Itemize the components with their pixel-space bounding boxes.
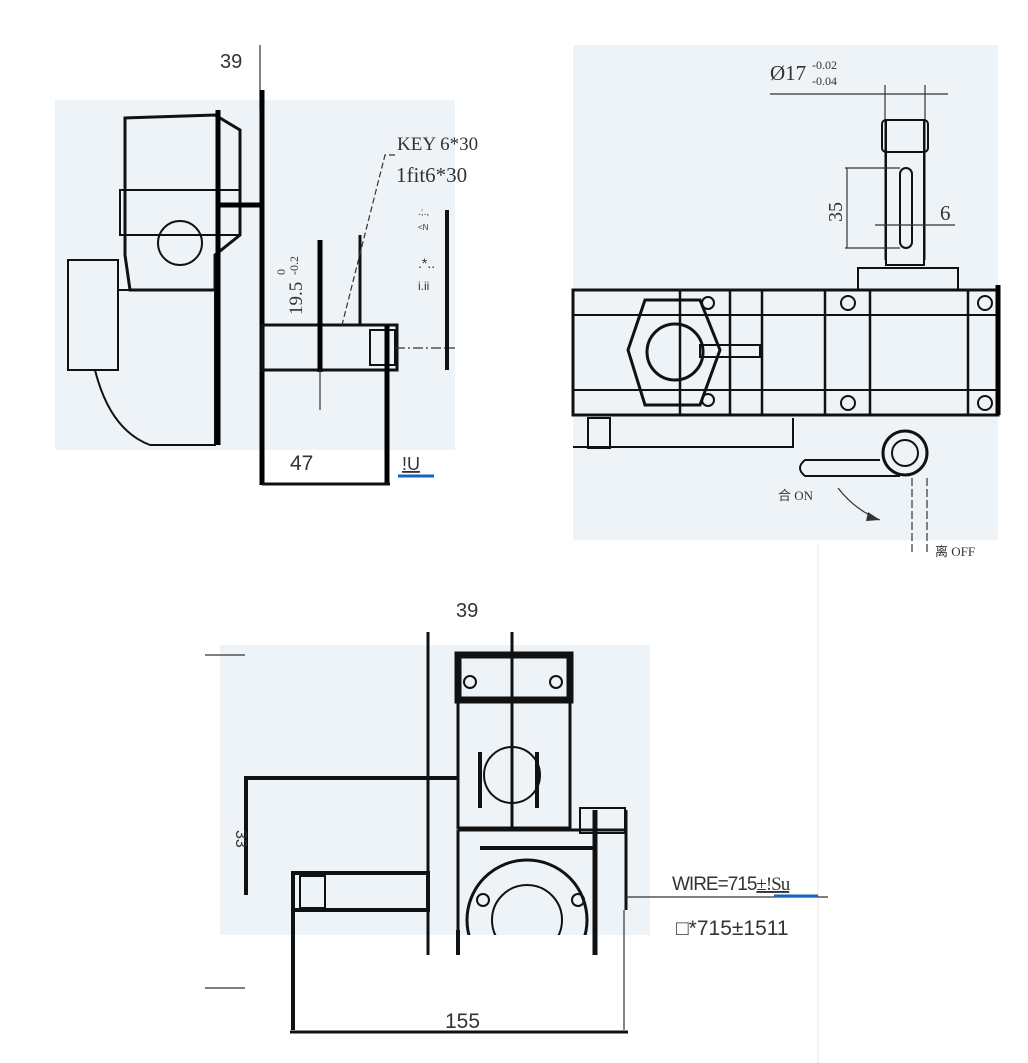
lever-on xyxy=(799,459,900,477)
off-label: 离 OFF xyxy=(935,544,975,559)
gear-housing xyxy=(94,289,216,446)
front-view: 39 33 155 WIRE=715±!Su □ xyxy=(205,600,828,1034)
garbled-mark: .*.. xyxy=(418,255,435,271)
wire-suffix-link[interactable]: ±!Su xyxy=(756,874,791,895)
diameter-label: Ø17 xyxy=(770,61,806,85)
shaft-nut xyxy=(299,875,326,909)
dim-33-line xyxy=(244,776,458,895)
lever-off xyxy=(911,478,928,555)
motor-tube xyxy=(483,746,541,804)
lever-pivot xyxy=(881,429,929,477)
top-view: Ø17 -0.02 -0.04 35 6 xyxy=(571,45,1001,559)
wire-alt-label: □*715±1511 xyxy=(676,917,789,940)
keyway xyxy=(899,167,913,249)
key-width-label: 6 xyxy=(940,201,951,225)
front-view-background xyxy=(220,645,650,935)
lower-plate xyxy=(573,418,794,448)
dim-39-label: 39 xyxy=(220,51,242,73)
key-leader xyxy=(341,154,395,326)
key-label: KEY 6*30 xyxy=(397,134,478,155)
bolt-icon xyxy=(476,893,490,907)
side-view: 39 KEY 6*30 1fit6*30 19.5 0 -0.2 .;., <N… xyxy=(55,45,478,486)
side-view-background xyxy=(55,100,455,450)
switch-box xyxy=(67,259,119,371)
shaft-nut xyxy=(881,119,929,153)
clamp-body xyxy=(626,298,722,407)
clamp-bolt xyxy=(699,344,761,358)
on-label: 合 ON xyxy=(778,488,814,503)
dim-47-label: 47 xyxy=(290,452,313,475)
bolt-icon xyxy=(463,675,477,689)
garbled-mark: i.ii xyxy=(418,279,429,293)
diameter-tol-lower: -0.04 xyxy=(812,74,837,88)
shaft-dim-label: 19.5 xyxy=(286,282,307,315)
diameter-tol-upper: -0.02 xyxy=(812,58,837,72)
key-length-label: 35 xyxy=(825,202,847,222)
garbled-mark: .;., xyxy=(418,207,429,218)
clamp-tube xyxy=(645,322,705,382)
motor-body xyxy=(456,698,572,830)
shaft-dim-group: 19.5 0 -0.2 xyxy=(274,256,307,315)
shaft-tol-lower: -0.2 xyxy=(287,256,301,275)
tube-circle xyxy=(157,220,203,266)
arrow-head xyxy=(866,512,880,521)
wire-value: WIRE=715 xyxy=(672,874,757,895)
bolt-icons xyxy=(701,295,993,411)
body-dividers xyxy=(678,290,970,415)
clamp xyxy=(119,189,241,236)
bolt-icon xyxy=(571,893,585,907)
lever-pivot-inner xyxy=(891,439,919,467)
dim-155-label: 155 xyxy=(445,1010,480,1033)
dim-39-label: 39 xyxy=(456,600,478,622)
top-view-background xyxy=(573,45,998,540)
link-text[interactable]: !U xyxy=(402,454,420,474)
bolt-icon xyxy=(549,675,563,689)
garbled-mark: <N xyxy=(418,223,429,232)
motor-body xyxy=(123,113,242,292)
shaft-tol-upper: 0 xyxy=(274,269,288,275)
mask xyxy=(440,935,640,995)
fit-label: 1fit6*30 xyxy=(396,163,467,187)
dim-33-label: 33 xyxy=(232,830,249,848)
plug xyxy=(587,417,611,449)
wire-label: WIRE=715±!Su xyxy=(672,874,791,895)
